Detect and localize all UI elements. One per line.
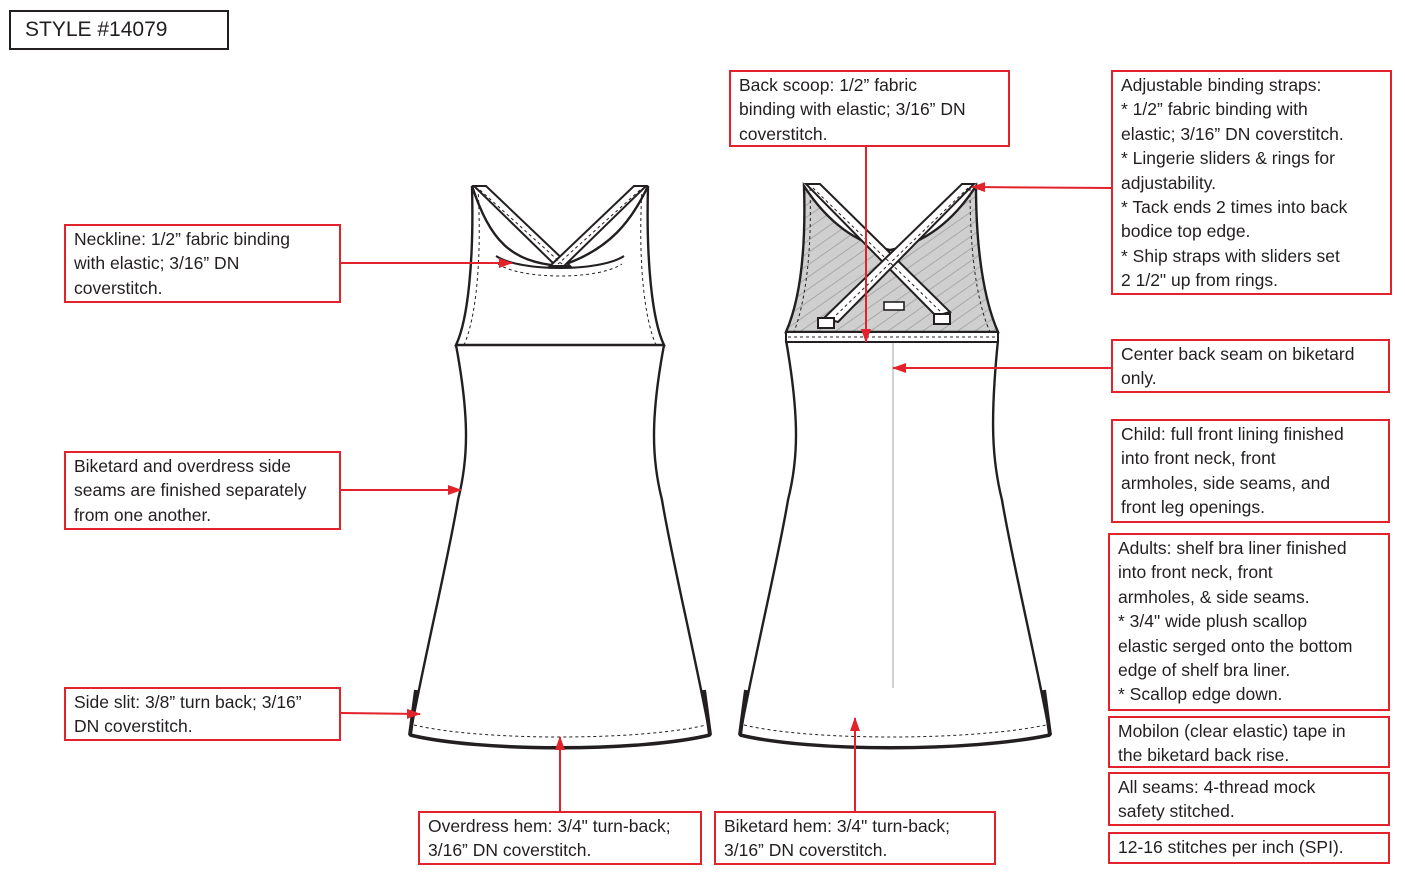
callout-arrows bbox=[340, 146, 1112, 811]
back-view bbox=[738, 181, 1052, 750]
callout-overdress-hem: Overdress hem: 3/4" turn-back; 3/16” DN … bbox=[418, 811, 702, 865]
front-view bbox=[408, 185, 712, 750]
front-overdress-outline bbox=[408, 344, 712, 749]
callout-center-back-seam: Center back seam on biketard only. bbox=[1111, 339, 1390, 393]
callout-neckline: Neckline: 1/2” fabric binding with elast… bbox=[64, 224, 341, 303]
back-overdress-outline bbox=[738, 339, 1052, 749]
callout-side-slit: Side slit: 3/8” turn back; 3/16” DN cove… bbox=[64, 687, 341, 741]
callout-adults-shelf-bra: Adults: shelf bra liner finished into fr… bbox=[1108, 533, 1390, 711]
front-bodice bbox=[454, 185, 666, 347]
callout-child-lining: Child: full front lining finished into f… bbox=[1111, 419, 1390, 523]
callout-adjustable-straps: Adjustable binding straps: * 1/2” fabric… bbox=[1111, 70, 1392, 295]
callout-side-seams: Biketard and overdress side seams are fi… bbox=[64, 451, 341, 530]
callout-mobilon-tape: Mobilon (clear elastic) tape in the bike… bbox=[1108, 716, 1390, 768]
callout-stitches-per-inch: 12-16 stitches per inch (SPI). bbox=[1108, 832, 1390, 864]
style-number-label: STYLE #14079 bbox=[9, 10, 229, 50]
callout-back-scoop: Back scoop: 1/2” fabric binding with ela… bbox=[729, 70, 1010, 147]
callout-biketard-hem: Biketard hem: 3/4" turn-back; 3/16” DN c… bbox=[714, 811, 996, 865]
callout-all-seams: All seams: 4-thread mock safety stitched… bbox=[1108, 772, 1390, 826]
